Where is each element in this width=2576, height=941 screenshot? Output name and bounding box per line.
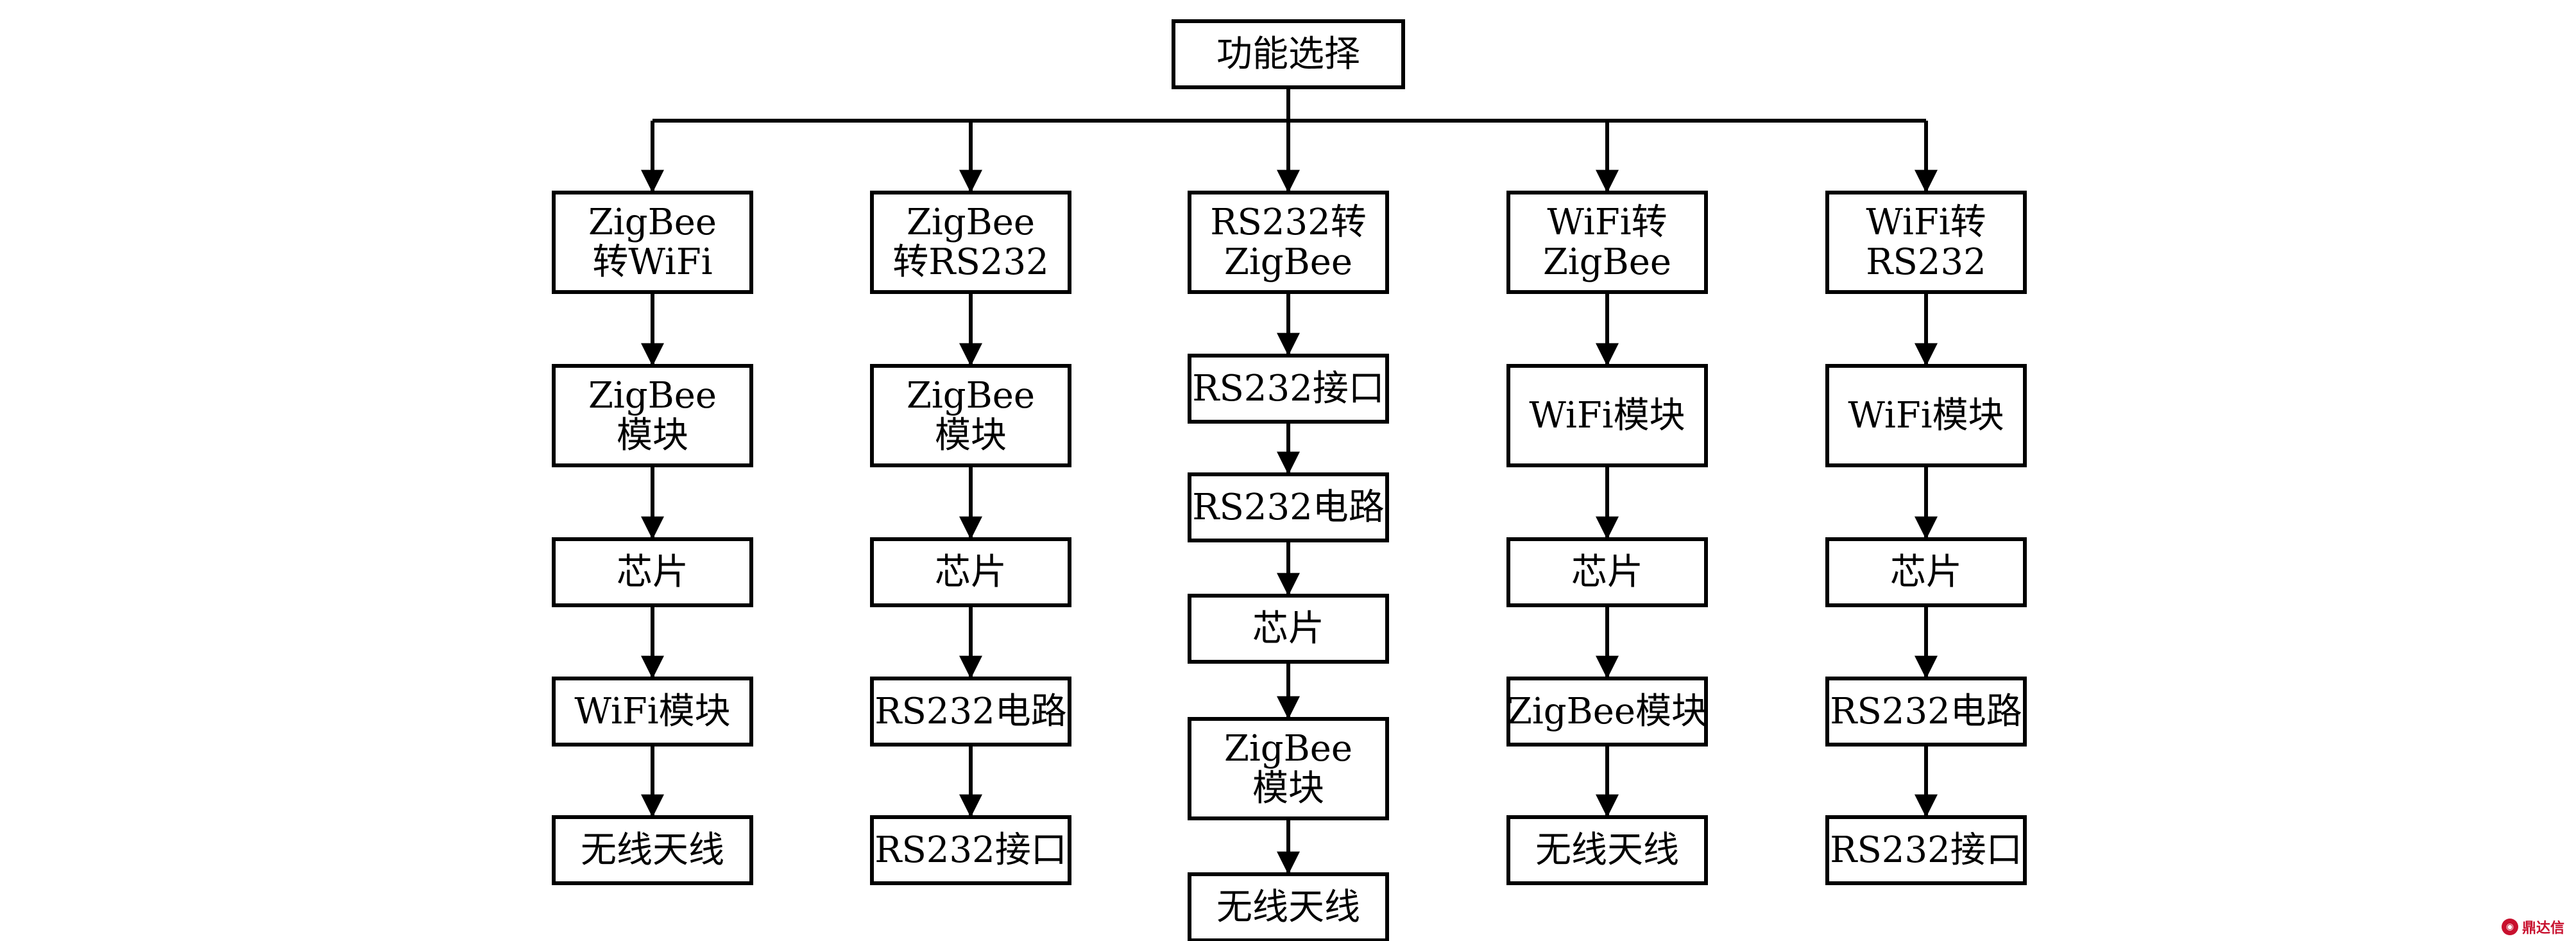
column-1-step-1-box-frame	[552, 364, 753, 467]
column-2-step-1-box: ZigBee模块	[870, 364, 1071, 467]
column-2-step-1-box-frame	[870, 364, 1071, 467]
column-4-step-4-box-frame	[1506, 815, 1708, 885]
column-5-step-2-box: 芯片	[1825, 537, 2027, 607]
column-5-step-4-box: RS232接口	[1825, 815, 2027, 885]
column-3-step-2-box: RS232电路	[1188, 472, 1389, 542]
connector-lines	[641, 87, 1938, 875]
column-4-step-2-box-label-line: 芯片	[1571, 551, 1643, 593]
column-1-step-1-box: ZigBee模块	[552, 364, 753, 467]
column-1-step-2-box-label-line: 芯片	[617, 551, 688, 593]
root-box-function-selection: 功能选择	[1172, 19, 1405, 89]
column-1-step-4-box-frame	[552, 815, 753, 885]
column-3-step-4-box-label-line: 模块	[1252, 768, 1324, 809]
column-1-header-box-label-line: 转WiFi	[592, 241, 712, 283]
column-5-step-1-box: WiFi模块	[1825, 364, 2027, 467]
column-1-step-3-box-label-line: WiFi模块	[574, 691, 730, 732]
column-4-header-box-frame	[1506, 191, 1708, 294]
flow-boxes: 功能选择ZigBee转WiFiZigBee模块芯片WiFi模块无线天线ZigBe…	[552, 19, 2027, 941]
root-box-function-selection-frame	[1172, 19, 1405, 89]
column-2-step-4-box: RS232接口	[870, 815, 1071, 885]
column-4-step-3-box-label-line: ZigBee模块	[1507, 691, 1707, 732]
column-5-step-2-box-frame	[1825, 537, 2027, 607]
column-3-step-5-box-label-line: 无线天线	[1216, 886, 1360, 928]
column-3-step-5-box: 无线天线	[1188, 872, 1389, 941]
column-5-step-4-box-frame	[1825, 815, 2027, 885]
column-3-step-2-box-label-line: RS232电路	[1192, 487, 1384, 528]
column-1-header-box-label-line: ZigBee	[588, 202, 717, 243]
column-1-step-2-box: 芯片	[552, 537, 753, 607]
column-2-step-4-box-frame	[870, 815, 1071, 885]
column-5-step-1-box-label-line: WiFi模块	[1848, 395, 2004, 436]
column-1-step-1-box-label-line: ZigBee	[588, 375, 717, 417]
column-3-step-3-box: 芯片	[1188, 594, 1389, 664]
column-4-step-1-box: WiFi模块	[1506, 364, 1708, 467]
column-4-header-box-label-line: ZigBee	[1543, 241, 1671, 283]
column-1-step-1-box-label-line: 模块	[617, 415, 688, 456]
column-3-header-box-label-line: RS232转	[1210, 202, 1366, 243]
cnki-icon: ◉	[2501, 919, 2518, 935]
column-2-step-3-box: RS232电路	[870, 677, 1071, 747]
column-2-step-4-box-label-line: RS232接口	[874, 829, 1066, 871]
column-4-step-3-box: ZigBee模块	[1506, 677, 1708, 747]
column-2-step-1-box-label-line: 模块	[935, 415, 1007, 456]
column-3-step-3-box-frame	[1188, 594, 1389, 664]
column-5-step-2-box-label-line: 芯片	[1890, 551, 1962, 593]
column-3-step-4-box-label-line: ZigBee	[1224, 728, 1352, 770]
column-3-step-4-box-frame	[1188, 717, 1389, 820]
column-5-step-4-box-label-line: RS232接口	[1830, 829, 2022, 871]
column-3-step-1-box-label-line: RS232接口	[1192, 368, 1384, 410]
column-4-step-3-box-frame	[1506, 677, 1708, 747]
column-3-step-1-box: RS232接口	[1188, 354, 1389, 424]
watermark: ◉ 鼎达信	[2501, 917, 2564, 937]
column-5-header-box-frame	[1825, 191, 2027, 294]
column-1-header-box-frame	[552, 191, 753, 294]
column-4-step-4-box: 无线天线	[1506, 815, 1708, 885]
column-3-step-1-box-frame	[1188, 354, 1389, 424]
column-4-step-4-box-label-line: 无线天线	[1535, 829, 1679, 871]
column-4-step-2-box: 芯片	[1506, 537, 1708, 607]
column-2-step-3-box-frame	[870, 677, 1071, 747]
column-1-step-4-box: 无线天线	[552, 815, 753, 885]
column-3-header-box-frame	[1188, 191, 1389, 294]
column-4-header-box-label-line: WiFi转	[1547, 202, 1667, 243]
column-3-step-5-box-frame	[1188, 872, 1389, 941]
column-4-step-1-box-frame	[1506, 364, 1708, 467]
column-1-step-3-box-frame	[552, 677, 753, 747]
column-2-header-box-label-line: 转RS232	[892, 241, 1048, 283]
column-2-step-3-box-label-line: RS232电路	[874, 691, 1066, 732]
watermark-text: 鼎达信	[2521, 920, 2564, 937]
column-1-step-3-box: WiFi模块	[552, 677, 753, 747]
column-2-header-box-frame	[870, 191, 1071, 294]
column-2-header-box-label-line: ZigBee	[907, 202, 1035, 243]
column-1-step-4-box-label-line: 无线天线	[581, 829, 724, 871]
column-3-step-3-box-label-line: 芯片	[1252, 608, 1324, 650]
column-5-step-1-box-frame	[1825, 364, 2027, 467]
column-1-step-2-box-frame	[552, 537, 753, 607]
root-box-function-selection-label-line: 功能选择	[1216, 33, 1360, 75]
column-3-header-box-label-line: ZigBee	[1224, 241, 1352, 283]
column-2-step-2-box: 芯片	[870, 537, 1071, 607]
column-5-header-box-label-line: WiFi转	[1866, 202, 1986, 243]
column-5-step-3-box-label-line: RS232电路	[1830, 691, 2022, 732]
column-4-step-1-box-label-line: WiFi模块	[1529, 395, 1685, 436]
column-4-step-2-box-frame	[1506, 537, 1708, 607]
column-2-step-1-box-label-line: ZigBee	[907, 375, 1035, 417]
column-5-header-box-label-line: RS232	[1866, 241, 1986, 283]
column-2-step-2-box-frame	[870, 537, 1071, 607]
column-2-step-2-box-label-line: 芯片	[935, 551, 1007, 593]
column-3-step-4-box: ZigBee模块	[1188, 717, 1389, 820]
column-5-step-3-box: RS232电路	[1825, 677, 2027, 747]
column-3-step-2-box-frame	[1188, 472, 1389, 542]
column-5-step-3-box-frame	[1825, 677, 2027, 747]
